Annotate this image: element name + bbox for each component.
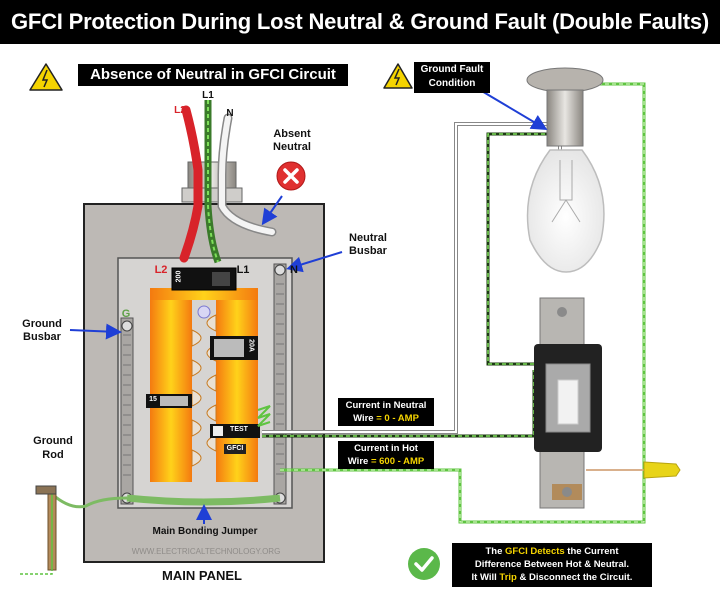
ground-fault-line1: Ground Fault — [420, 64, 484, 75]
l2-hot-busbar — [150, 288, 192, 482]
trip-highlight: Trip — [499, 572, 517, 583]
conclusion-box: The GFCI Detects the Current Difference … — [452, 543, 652, 587]
panel-light-icon — [197, 305, 211, 319]
ground-busbar — [120, 317, 134, 505]
n-panel-label: N — [290, 264, 298, 276]
check-icon — [408, 548, 440, 580]
neutral-current-readout: Current in Neutral Wire = 0 - AMP — [338, 398, 434, 426]
ground-fault-arrow — [479, 89, 548, 131]
hot-current-value: = 600 - AMP — [370, 456, 425, 467]
ground-rod-label: Ground Rod — [33, 435, 73, 461]
main-breaker-rating: 200 — [175, 270, 183, 283]
l2-panel-label: L2 — [154, 264, 168, 276]
l2-top-label: L2 — [174, 105, 186, 116]
neutral-busbar-label: Neutral Busbar — [349, 232, 387, 257]
grounding-electrode-conductor — [51, 492, 128, 509]
main-bonding-jumper-label: Main Bonding Jumper — [152, 526, 258, 537]
main-bonding-jumper — [126, 494, 281, 506]
gfci-test-button: TEST — [230, 426, 248, 433]
breaker-20a-rating: 20A — [247, 339, 255, 352]
hot-current-readout: Current in Hot Wire = 600 - AMP — [338, 441, 434, 469]
warning-icon — [29, 63, 63, 91]
switch-toggle — [557, 379, 579, 425]
absence-of-neutral-heading: Absence of Neutral in GFCI Circuit — [78, 64, 348, 86]
l1-top-label: L1 — [202, 90, 214, 101]
breaker-15a-rating: 15 — [149, 396, 157, 403]
lamp-canopy — [526, 67, 604, 93]
page-title: GFCI Protection During Lost Neutral & Gr… — [0, 0, 720, 44]
warning-icon-ground-fault — [383, 63, 413, 89]
equipment-ground-wire — [280, 82, 646, 524]
watermark: WWW.ELECTRICALTECHNOLOGY.ORG — [131, 547, 281, 556]
l2-hot-wire — [179, 105, 203, 263]
l1-panel-label: L1 — [236, 264, 250, 276]
g-panel-label: G — [121, 308, 131, 320]
absent-neutral-arrow — [261, 195, 283, 226]
ground-fault-heading: Ground Fault Condition — [414, 62, 490, 93]
ground-fault-line2: Condition — [428, 78, 476, 89]
gfci-label: GFCI — [226, 445, 244, 452]
neutral-busbar-arrow — [286, 251, 343, 273]
ground-busbar-label: Ground Busbar — [22, 318, 62, 343]
ground-busbar-screws — [123, 334, 131, 476]
light-bulb — [526, 149, 605, 273]
gfci-detects-highlight: GFCI Detects — [505, 546, 565, 557]
neutral-current-value: = 0 - AMP — [376, 413, 419, 424]
wire-nut — [643, 461, 681, 479]
ground-busbar-arrow — [69, 323, 122, 340]
lamp-socket — [546, 89, 584, 147]
error-x-icon — [276, 161, 306, 191]
absent-neutral-label: Absent Neutral — [273, 128, 311, 153]
n-top-label: N — [226, 108, 234, 119]
main-panel-label: MAIN PANEL — [162, 568, 242, 583]
